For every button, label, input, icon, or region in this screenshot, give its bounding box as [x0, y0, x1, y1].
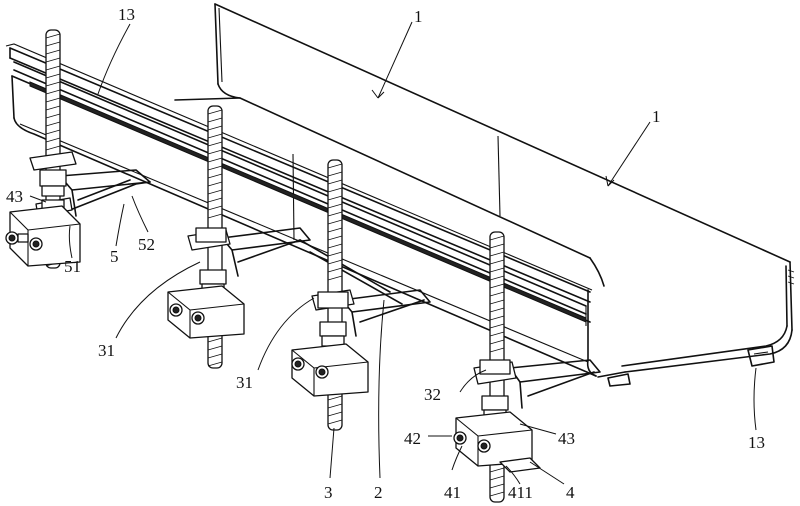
label-13-top: 13 — [118, 5, 135, 24]
support-beams — [59, 169, 601, 409]
label-31-left: 31 — [98, 341, 115, 360]
label-1-right: 1 — [652, 107, 661, 126]
trough-body — [5, 3, 795, 387]
label-52: 52 — [138, 235, 155, 254]
label-32: 32 — [424, 385, 441, 404]
label-13-bottom: 13 — [748, 433, 765, 452]
clamp-assembly-c — [291, 289, 369, 397]
label-3: 3 — [324, 483, 333, 502]
clamp-assembly-d — [453, 359, 541, 473]
callout-labels: 1 1 13 13 43 52 5 51 31 31 3 2 32 43 42 … — [6, 5, 765, 502]
label-2: 2 — [374, 483, 383, 502]
clamp-assemblies — [5, 151, 541, 473]
label-43-right: 43 — [558, 429, 575, 448]
label-43-left: 43 — [6, 187, 23, 206]
label-1-upper: 1 — [414, 7, 423, 26]
label-411: 411 — [508, 483, 533, 502]
label-4: 4 — [566, 483, 575, 502]
clamp-assembly-b — [167, 227, 245, 339]
label-41: 41 — [444, 483, 461, 502]
label-5: 5 — [110, 247, 119, 266]
label-51: 51 — [64, 257, 81, 276]
threaded-rods — [45, 29, 505, 503]
clamp-assembly-a — [5, 151, 81, 267]
label-42: 42 — [404, 429, 421, 448]
leader-lines — [29, 21, 757, 485]
label-31-mid: 31 — [236, 373, 253, 392]
